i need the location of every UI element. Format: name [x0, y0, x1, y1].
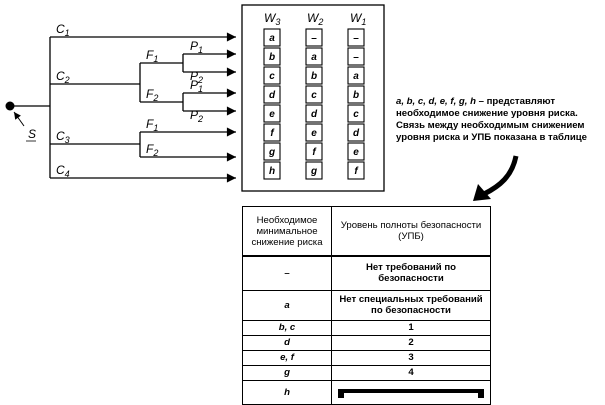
w-cell-box	[347, 142, 365, 161]
table-row: h	[242, 379, 491, 405]
w-cell-value: c	[269, 71, 275, 82]
w-cell-box	[263, 123, 281, 142]
w-cell-box	[305, 161, 323, 180]
label-p1-b: P1	[190, 78, 203, 94]
w-cell-box	[347, 161, 365, 180]
risk-cell: e, f	[242, 349, 332, 366]
s-label: S	[28, 127, 36, 141]
w-cell-box	[347, 28, 365, 47]
w-cell-box	[263, 142, 281, 161]
label-p1-a: P1	[190, 39, 203, 55]
label-f1-a: F1	[146, 48, 158, 64]
w-cell-box	[305, 66, 323, 85]
w-cell-value: f	[270, 128, 275, 139]
w-cell-value: d	[353, 128, 360, 139]
label-p2-a: P2	[190, 69, 203, 85]
w-cell-value: b	[311, 71, 317, 82]
w-cell-value: –	[353, 33, 359, 44]
w-cell-value: f	[354, 166, 359, 177]
header-sil: Уровень полноты безопасности (УПБ)	[331, 206, 491, 257]
risk-note: a, b, c, d, e, f, g, h – представляют не…	[396, 96, 601, 144]
w-cell-value: a	[269, 33, 275, 44]
w-cell-value: f	[312, 147, 317, 158]
w-cell-value: –	[311, 33, 317, 44]
w3-header: W3	[264, 11, 280, 27]
label-f2-b: F2	[146, 142, 158, 158]
risk-letters: a, b, c, d, e, f, g, h	[396, 96, 476, 107]
w-cell-value: –	[353, 52, 359, 63]
w-cell-value: a	[311, 52, 317, 63]
sil-cell: 4	[331, 364, 491, 381]
header-risk-reduction: Необходимое минимальное снижение риска	[242, 206, 332, 257]
w-cell-value: c	[353, 109, 359, 120]
w-cell-box	[305, 104, 323, 123]
w-cell-value: g	[310, 166, 317, 177]
w-cell-box	[305, 123, 323, 142]
sil-bar	[334, 386, 488, 398]
w-cell-box	[305, 47, 323, 66]
w-cell-box	[305, 28, 323, 47]
risk-cell: h	[242, 379, 332, 405]
sil-cell: 1	[331, 319, 491, 336]
w-cell-box	[263, 66, 281, 85]
sil-cell: 3	[331, 349, 491, 366]
label-c2: C2	[56, 69, 70, 85]
table-row: –Нет требований по безопасности	[242, 255, 491, 291]
risk-sil-table: Необходимое минимальное снижение риска У…	[242, 206, 491, 405]
w-cell-box	[305, 85, 323, 104]
s-pointer	[13, 111, 25, 127]
w-cell-box	[347, 104, 365, 123]
risk-cell: d	[242, 334, 332, 351]
w-cell-value: e	[353, 147, 359, 158]
label-f2-a: F2	[146, 87, 158, 103]
w-cell-box	[263, 47, 281, 66]
label-c3: C3	[56, 129, 70, 145]
risk-cell: g	[242, 364, 332, 381]
w-cell-value: h	[269, 166, 275, 177]
w-cell-box	[347, 123, 365, 142]
w-matrix-frame	[241, 4, 385, 192]
w-cell-box	[263, 85, 281, 104]
sil-cell: 2	[331, 334, 491, 351]
risk-cell: a	[242, 289, 332, 321]
w-cell-box	[347, 85, 365, 104]
w-cell-box	[347, 47, 365, 66]
label-p2-b: P2	[190, 108, 203, 124]
w1-header: W1	[350, 11, 366, 27]
w-cell-value: e	[269, 109, 275, 120]
label-c4: C4	[56, 163, 70, 179]
w-cell-box	[263, 104, 281, 123]
label-f1-b: F1	[146, 117, 158, 133]
risk-cell: b, c	[242, 319, 332, 336]
sil-cell-bar	[331, 379, 491, 405]
w-cell-box	[305, 142, 323, 161]
w-cell-value: e	[311, 128, 317, 139]
w2-header: W2	[307, 11, 323, 27]
w-cell-value: b	[353, 90, 359, 101]
w-cell-value: c	[311, 90, 317, 101]
label-c1: C1	[56, 22, 70, 38]
w-cell-box	[347, 66, 365, 85]
w-cell-box	[263, 161, 281, 180]
w-cell-value: b	[269, 52, 275, 63]
curved-arrow	[482, 155, 519, 197]
w-cell-value: a	[353, 71, 359, 82]
curved-arrow-head	[473, 184, 491, 201]
risk-cell: –	[242, 255, 332, 291]
sil-cell: Нет специальных требований по безопаснос…	[331, 289, 491, 321]
risk-note-text: – представляют необходимое снижение уров…	[396, 96, 587, 143]
sil-cell: Нет требований по безопасности	[331, 255, 491, 291]
w-cell-value: d	[311, 109, 318, 120]
w-cell-box	[263, 28, 281, 47]
w-cell-value: g	[268, 147, 275, 158]
w-cell-value: d	[269, 90, 276, 101]
